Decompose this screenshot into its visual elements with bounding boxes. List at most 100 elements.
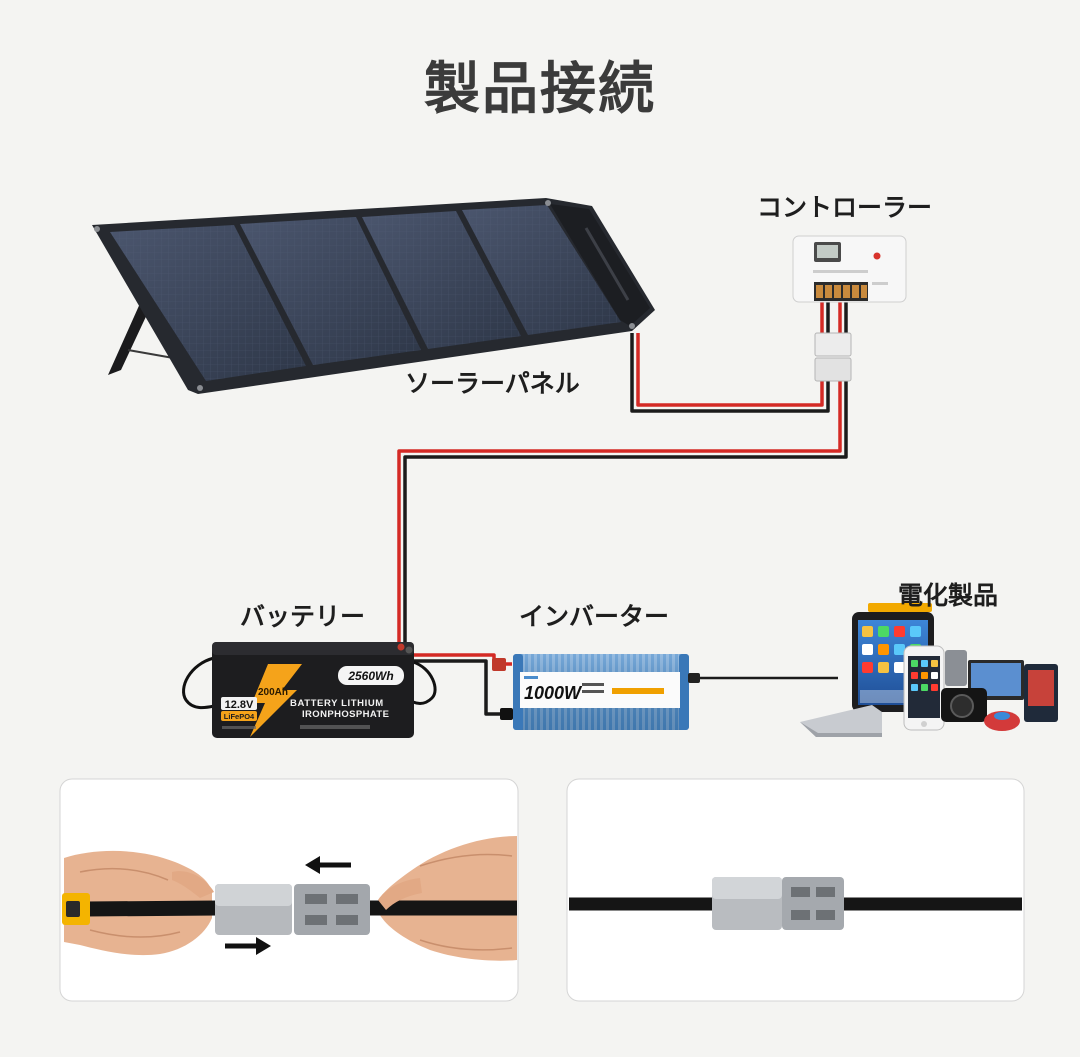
inverter-product-mark xyxy=(612,688,664,694)
solar-panel-grommet xyxy=(545,200,551,206)
connected-step-panel xyxy=(566,778,1025,1002)
battery-type-line2: IRONPHOSPHATE xyxy=(302,709,389,720)
right-thumb xyxy=(378,878,422,910)
connector-slot xyxy=(305,915,327,925)
phone-app-icon xyxy=(911,672,918,679)
arrow-left-head xyxy=(305,856,320,874)
battery-lid xyxy=(212,642,414,655)
solar-cell-grid xyxy=(240,217,421,365)
phone-app-icon xyxy=(921,684,928,691)
connector-slot xyxy=(816,910,835,920)
inverter-terminal-boot-positive xyxy=(492,658,506,671)
battery-label: バッテリー xyxy=(240,602,366,631)
app-icon xyxy=(894,662,905,673)
wiring xyxy=(397,301,848,716)
anderson-connector-right xyxy=(294,884,370,935)
controller-lcd-screen xyxy=(817,245,838,258)
speaker xyxy=(945,650,967,686)
laptop-edge xyxy=(800,722,882,737)
connecting-step-panel xyxy=(59,778,519,1002)
connector-slot xyxy=(791,910,810,920)
inverter-spec-mark xyxy=(582,690,604,693)
solar-cell-grid xyxy=(110,225,306,381)
laptop xyxy=(800,705,882,737)
anderson-connector-left-top xyxy=(215,884,292,906)
battery-energy: 2560Wh xyxy=(347,669,393,683)
phone-app-icon xyxy=(911,684,918,691)
battery: 200Ah 12.8V LiFePO4 BATTERY LITHIUM IRON… xyxy=(182,642,437,738)
camera-lens xyxy=(950,694,974,718)
anderson-connector-joined-left-top xyxy=(712,877,782,899)
left-thumb xyxy=(172,871,214,898)
app-icon xyxy=(862,644,873,655)
battery-wire-positive xyxy=(397,381,842,646)
solar-panel-grommet xyxy=(94,226,100,232)
controller-terminal xyxy=(843,285,850,298)
battery-capacity: 200Ah xyxy=(258,687,288,698)
cable-left xyxy=(85,900,219,917)
toy-car-window xyxy=(994,712,1010,720)
battery-body xyxy=(212,642,414,738)
inverter-brand-mark xyxy=(524,676,538,679)
connector-slot xyxy=(816,887,835,897)
controller-terminal xyxy=(861,285,867,298)
app-icon xyxy=(878,626,889,637)
app-icon xyxy=(894,626,905,637)
connector-slot xyxy=(336,894,358,904)
inverter-wire-negative xyxy=(414,659,512,716)
inverter-terminal-boot-negative xyxy=(500,708,513,720)
battery-model-mark xyxy=(222,726,256,729)
battery-energy-tag xyxy=(338,666,404,685)
solar-panel-grommet xyxy=(197,385,203,391)
battery-cert-marks xyxy=(300,725,370,729)
left-hand-finger-crease xyxy=(79,868,181,938)
toy-car xyxy=(984,711,1020,731)
page-title: 製品接続 xyxy=(424,57,656,122)
app-icon xyxy=(878,644,889,655)
phone-app-icon xyxy=(931,660,938,667)
controller-connector xyxy=(814,332,852,357)
charge-controller xyxy=(792,235,907,382)
controller-terminal xyxy=(816,285,823,298)
phone-app-icon xyxy=(921,672,928,679)
inverter-label: インバーター xyxy=(519,602,670,631)
battery-wire-negative xyxy=(403,381,848,646)
battery-type-line1: BATTERY LITHIUM xyxy=(290,698,384,709)
app-icon xyxy=(894,644,905,655)
app-icon xyxy=(862,626,873,637)
arrow-right-head xyxy=(256,937,271,955)
appliances-label: 電化製品 xyxy=(898,581,999,610)
phone-app-icon xyxy=(931,684,938,691)
connector-slot xyxy=(336,915,358,925)
inverter: 1000W xyxy=(492,654,700,730)
controller-terminal xyxy=(852,285,859,298)
inverter-end-right xyxy=(679,654,689,730)
app-icon xyxy=(910,626,921,637)
panel-wire-positive xyxy=(636,333,824,407)
battery-handle-left xyxy=(182,656,215,710)
solar-cell-grid xyxy=(362,211,521,349)
phone-app-icon xyxy=(921,660,928,667)
battery-bolt-graphic xyxy=(250,664,302,737)
battery-chemistry: LiFePO4 xyxy=(224,712,255,721)
battery-handle-right xyxy=(412,660,437,705)
controller-label-strip xyxy=(813,270,868,273)
connector-slot xyxy=(791,887,810,897)
battery-terminal-negative xyxy=(405,646,413,654)
app-icon xyxy=(878,662,889,673)
game-device-screen xyxy=(1028,670,1054,706)
xt60-socket xyxy=(66,901,80,917)
controller-label: コントローラー xyxy=(757,193,933,222)
solar-panel-flap-slot xyxy=(584,227,630,301)
inverter-power: 1000W xyxy=(524,683,583,703)
controller-connector xyxy=(814,357,852,382)
arrow-right-icon xyxy=(225,937,271,955)
controller-terminal xyxy=(825,285,832,298)
arrow-left-icon xyxy=(305,856,351,874)
appliance-tag xyxy=(868,603,932,612)
inverter-spec-mark xyxy=(582,683,604,686)
anderson-connector-joined-right xyxy=(782,877,844,930)
solar-cell-grid xyxy=(462,205,621,335)
controller-side-mark xyxy=(872,282,888,285)
